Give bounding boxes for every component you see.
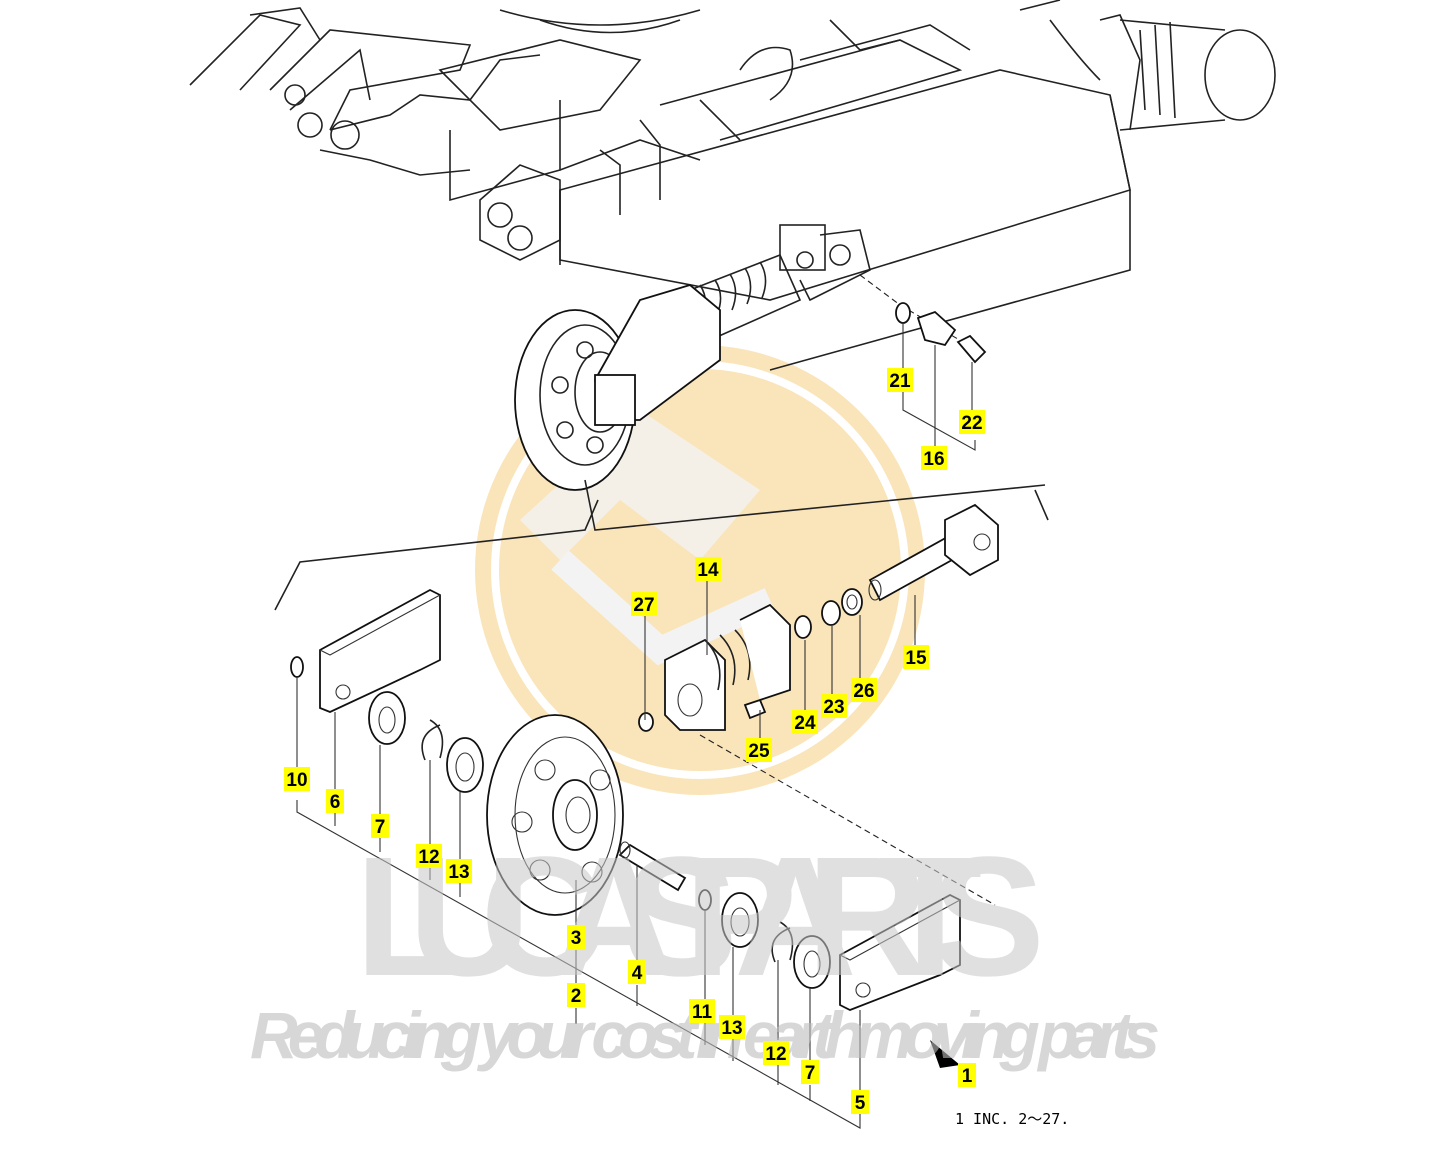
svg-text:22: 22 [961, 413, 982, 434]
svg-text:12: 12 [765, 1044, 786, 1065]
svg-text:7: 7 [375, 817, 386, 838]
svg-text:27: 27 [633, 595, 654, 616]
track-frame-drawing [189, 0, 1276, 531]
svg-text:5: 5 [855, 1093, 866, 1114]
grease-fittings [859, 274, 987, 451]
svg-text:15: 15 [905, 648, 927, 669]
callout-label: 5 [851, 1090, 869, 1114]
callout-label: 6 [326, 789, 344, 813]
assembly-note: 1 INC. 2～27. [955, 1110, 1069, 1128]
callout-label: 23 [821, 694, 847, 718]
callout-label: 22 [959, 410, 985, 434]
callout-label: 4 [628, 960, 646, 984]
callout-label: 11 [689, 999, 715, 1023]
callout-label: 27 [631, 592, 657, 616]
callout-label: 24 [792, 710, 818, 734]
callout-label: 21 [887, 368, 913, 392]
callout-label: 12 [416, 844, 442, 868]
callout-label: 7 [801, 1060, 819, 1084]
svg-text:6: 6 [330, 792, 341, 813]
svg-text:16: 16 [923, 449, 944, 470]
svg-text:7: 7 [805, 1063, 816, 1084]
svg-text:1: 1 [962, 1066, 973, 1087]
svg-text:3: 3 [571, 928, 582, 949]
callout-label: 7 [371, 814, 389, 838]
svg-text:12: 12 [418, 847, 439, 868]
svg-text:11: 11 [692, 1002, 713, 1023]
svg-text:21: 21 [889, 371, 911, 392]
callout-label: 3 [567, 925, 585, 949]
callout-label: 15 [903, 645, 929, 669]
callout-label: 13 [719, 1015, 745, 1039]
svg-text:25: 25 [748, 741, 770, 762]
svg-text:24: 24 [794, 713, 816, 734]
svg-text:26: 26 [853, 681, 874, 702]
watermark-brand: LUCAS PARTS [355, 822, 1045, 1012]
callout-label: 12 [763, 1041, 789, 1065]
svg-text:23: 23 [823, 697, 844, 718]
callout-label: 14 [695, 557, 721, 581]
svg-text:13: 13 [721, 1018, 742, 1039]
svg-text:4: 4 [632, 963, 643, 984]
callout-label: 26 [851, 678, 877, 702]
svg-text:14: 14 [697, 560, 719, 581]
callout-label: 16 [921, 446, 947, 470]
exploded-assembly [274, 489, 1049, 1129]
svg-text:10: 10 [286, 770, 307, 791]
callout-labels: 21 16 22 14 27 15 24 23 26 25 10 6 7 12 … [284, 368, 985, 1114]
svg-text:13: 13 [448, 862, 469, 883]
callout-label: 10 [284, 767, 310, 791]
callout-label: 13 [446, 859, 472, 883]
callout-label: 1 [958, 1063, 976, 1087]
svg-text:2: 2 [571, 986, 582, 1007]
callout-label: 25 [746, 738, 772, 762]
callout-label: 2 [567, 983, 585, 1007]
